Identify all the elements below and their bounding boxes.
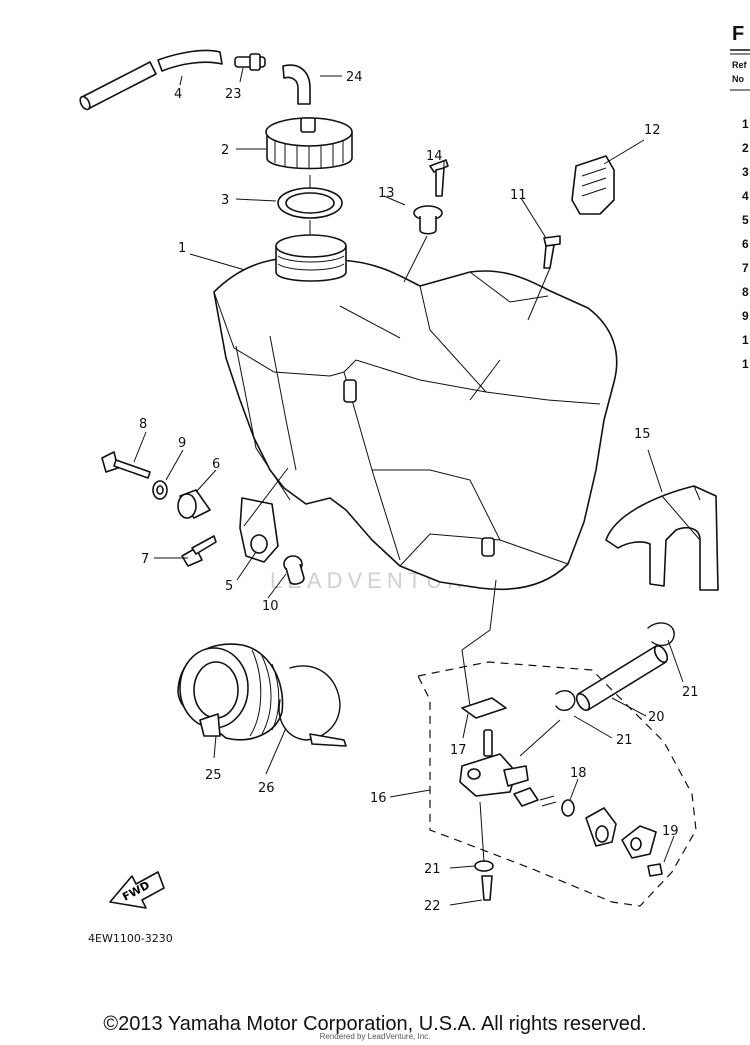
callout-27: 26 — [258, 781, 275, 796]
callout-21-upper: 21 — [682, 685, 699, 700]
side-panel: F Ref No 1 2 3 4 5 6 7 8 9 1 1 — [730, 23, 750, 371]
side-row-9: 9 — [742, 309, 749, 323]
callout-12: 12 — [644, 123, 661, 138]
callout-7: 7 — [141, 552, 149, 567]
part-19-plate — [621, 825, 663, 877]
callout-15: 15 — [634, 427, 651, 442]
part-filter-plug — [513, 787, 557, 807]
callout-11: 11 — [510, 188, 527, 203]
side-row-10: 1 — [742, 333, 749, 347]
part-2-fuel-cap — [265, 117, 353, 170]
callout-4: 4 — [174, 87, 182, 102]
side-row-5: 5 — [742, 213, 749, 227]
callout-19: 19 — [662, 824, 679, 839]
render-note: Rendered by LeadVenture, Inc. — [319, 1032, 431, 1041]
part-3-gasket — [277, 187, 343, 219]
callout-2: 2 — [221, 143, 229, 158]
part-8-bolt — [101, 451, 151, 479]
callout-1: 1 — [178, 241, 186, 256]
part-11-screw — [543, 235, 561, 269]
part-16-fuel-cock — [459, 729, 529, 797]
callout-26: 25 — [205, 768, 222, 783]
part-lever — [585, 807, 617, 847]
part-26-joint — [177, 643, 284, 741]
side-row-11: 1 — [742, 357, 749, 371]
part-10-collar — [283, 555, 305, 585]
callout-3: 3 — [221, 193, 229, 208]
part-17-gasket — [461, 697, 507, 719]
callout-8: 8 — [139, 417, 147, 432]
side-row-7: 7 — [742, 261, 749, 275]
callout-24: 23 — [225, 87, 242, 102]
part-7-bolt — [181, 535, 217, 567]
part-21-clip-b — [555, 690, 576, 711]
side-panel-title: F — [732, 23, 744, 45]
callout-10: 10 — [262, 599, 279, 614]
group-16-outline — [417, 661, 697, 907]
side-row-4: 4 — [742, 189, 749, 203]
side-row-2: 2 — [742, 141, 749, 155]
drawing-code: 4EW1100-3230 — [88, 932, 173, 945]
side-row-8: 8 — [742, 285, 749, 299]
part-5-bracket — [239, 497, 279, 563]
callout-22: 21 — [424, 862, 441, 877]
side-panel-no-label: No — [732, 74, 744, 84]
callout-17: 17 — [450, 743, 467, 758]
part-24-fitting — [234, 53, 266, 71]
part-21-clip-a — [647, 622, 675, 647]
callout-9: 9 — [178, 436, 186, 451]
part-25-hose — [282, 64, 311, 105]
side-row-6: 6 — [742, 237, 749, 251]
side-row-3: 3 — [742, 165, 749, 179]
callout-13: 13 — [378, 186, 395, 201]
callout-20: 20 — [648, 710, 665, 725]
copyright-notice: ©2013 Yamaha Motor Corporation, U.S.A. A… — [103, 1013, 647, 1035]
callout-5: 5 — [225, 579, 233, 594]
part-1-fuel-tank — [213, 234, 618, 591]
part-22-washer — [474, 860, 494, 872]
leader-lines — [133, 67, 684, 906]
callout-23: 22 — [424, 899, 441, 914]
part-27-clamp — [278, 665, 347, 747]
side-panel-ref-label: Ref — [732, 60, 748, 70]
fwd-arrow: FWD — [109, 871, 165, 909]
side-row-1: 1 — [742, 117, 749, 131]
callout-6: 6 — [212, 457, 220, 472]
callout-labels: 4 23 24 2 3 1 13 14 11 12 15 8 9 6 7 5 1… — [139, 70, 699, 914]
callout-18: 18 — [570, 766, 587, 781]
callout-21-lower: 21 — [616, 733, 633, 748]
callout-14: 14 — [426, 149, 443, 164]
part-12-band — [571, 155, 615, 215]
part-4-breather-hose — [79, 49, 223, 111]
callout-25: 24 — [346, 70, 363, 85]
part-9-washer — [152, 480, 168, 500]
part-13-damper — [413, 205, 443, 235]
callout-16: 16 — [370, 791, 387, 806]
part-20-fuel-hose — [575, 645, 669, 711]
part-6-damper — [177, 489, 211, 519]
part-23-screw — [481, 875, 493, 901]
part-15-protector — [605, 485, 719, 591]
part-14-screw — [429, 159, 449, 197]
part-18-oring — [561, 799, 575, 817]
